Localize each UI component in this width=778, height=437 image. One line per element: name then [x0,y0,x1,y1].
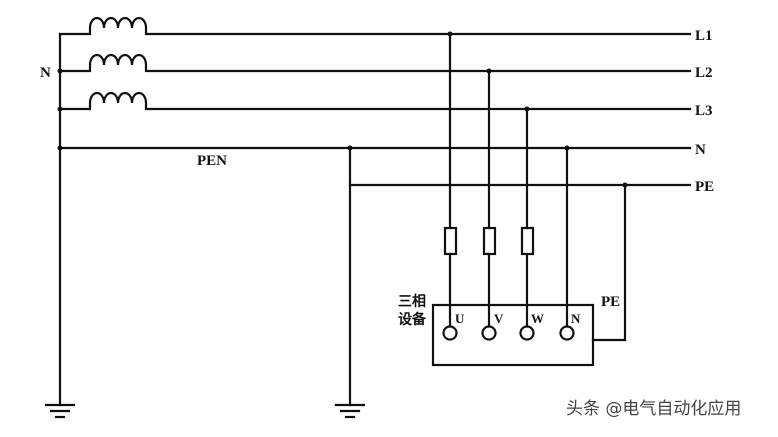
fuse-u [443,226,458,256]
device-label-line1: 三相 [398,293,426,310]
junction-dots [57,31,628,188]
label-pen: PEN [197,153,227,169]
ground-symbol-pen [334,403,366,419]
terminal-u [442,325,458,341]
device-enclosure [431,303,595,367]
winding-3 [58,91,692,111]
pe-to-enclosure [591,183,627,342]
device-pe-label: PE [601,294,620,310]
terminal-label-u: U [455,311,465,326]
fuse-w [520,226,535,256]
terminal-label-v: V [494,311,504,326]
ground-symbol-source [44,403,76,419]
fuse-v [482,226,497,256]
label-source-neutral: N [40,65,51,81]
watermark-text: 头条 @电气自动化应用 [566,399,741,419]
winding-1 [58,16,692,36]
label-n: N [695,142,706,158]
terminal-w [519,325,535,341]
terminal-v [481,325,497,341]
label-pe: PE [695,179,714,195]
transformer-windings [58,16,692,111]
terminal-label-w: W [531,311,544,326]
terminal-label-n: N [571,311,581,326]
label-l2: L2 [695,65,713,81]
label-l1: L1 [695,28,713,44]
terminal-n [559,325,575,341]
label-l3: L3 [695,103,713,119]
winding-2 [58,53,692,73]
device-label-line2: 设备 [398,311,427,328]
